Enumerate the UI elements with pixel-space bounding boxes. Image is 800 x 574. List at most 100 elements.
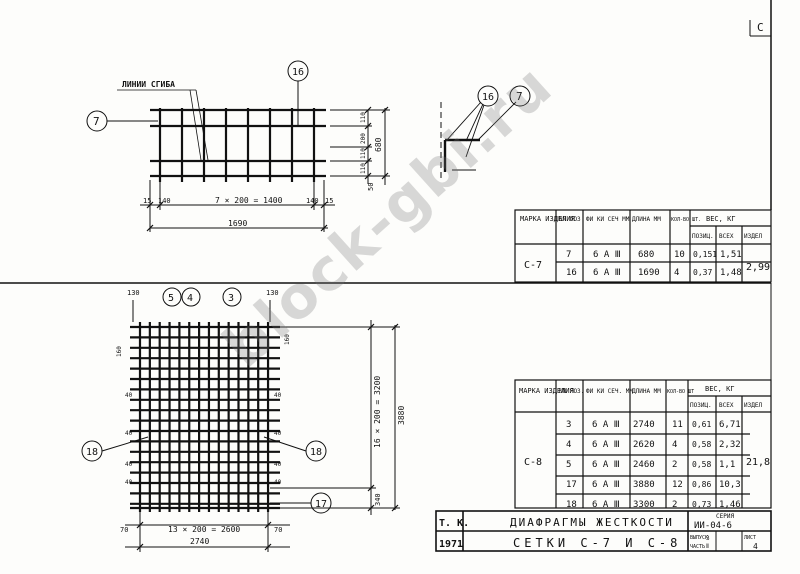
c8-dim-left-2: 40 xyxy=(125,461,133,468)
t8-cell-pos: 18 xyxy=(566,500,577,510)
t7-h-w-all: ВСЕХ xyxy=(719,233,734,240)
t8-cell-unit: 0,73 xyxy=(692,500,711,509)
callout-18-left-label: 18 xyxy=(86,447,98,458)
table-c8-frame xyxy=(514,379,772,509)
t8-cell-steel: 6 А Ⅲ xyxy=(592,420,620,430)
c7-dim-v-2: 110 xyxy=(360,148,367,159)
t8-total: 21,8 xyxy=(746,457,770,468)
t8-cell-unit: 0,58 xyxy=(692,460,711,469)
callout-3-label: 3 xyxy=(228,293,234,304)
t7-h-w-item: ИЗДЕЛ xyxy=(744,233,762,240)
c8-dim-left-top: 160 xyxy=(116,346,123,357)
c8-dim-left-0: 40 xyxy=(125,392,133,399)
c7-dim-bottom: 50 xyxy=(367,183,375,191)
callout-7-label: 7 xyxy=(93,115,100,128)
t7-cell-all: 1,51 xyxy=(720,250,742,260)
t7-cell-pos: 7 xyxy=(566,250,571,260)
t8-cell-length: 2740 xyxy=(633,420,655,430)
callout-4-label: 4 xyxy=(187,293,193,304)
c8-dim-right-3: 40 xyxy=(274,479,282,486)
t8-cell-length: 3300 xyxy=(633,500,655,510)
t8-h-w-item: ИЗДЕЛ xyxy=(744,402,762,409)
c7-dim-right-b: 15 xyxy=(325,197,333,205)
sheet-label: ЛИСТ xyxy=(744,535,756,541)
mesh-c8-grid xyxy=(130,322,280,512)
c7-dim-left-a: 15 xyxy=(143,197,151,205)
c7-dim-left-b: 140 xyxy=(158,197,171,205)
c7-dim-total: 1690 xyxy=(228,219,247,228)
t8-cell-pos: 3 xyxy=(566,420,571,430)
t8-cell-length: 2460 xyxy=(633,460,655,470)
t8-mark: С-8 xyxy=(524,457,542,468)
t8-h-steel: ФИ КИ СЕЧ. ММ xyxy=(586,388,633,395)
t7-h-pos: NN ПОЗ xyxy=(559,216,581,223)
t7-cell-length: 1690 xyxy=(638,268,660,278)
c8-dim-bottom-v: 340 xyxy=(374,493,382,506)
t8-cell-all: 1,46 xyxy=(719,500,741,510)
t7-cell-qty: 4 xyxy=(674,268,679,278)
t7-total: 2,99 xyxy=(746,262,770,273)
t7-h-w-unit: ПОЗИЦ. xyxy=(692,233,714,240)
t8-cell-steel: 6 А Ⅲ xyxy=(592,480,620,490)
t8-h-pos: NN ПОЗ. xyxy=(559,388,584,395)
t8-cell-qty: 4 xyxy=(672,440,677,450)
t7-mark: С-7 xyxy=(524,260,542,271)
c8-dim-right-top: 160 xyxy=(284,334,291,345)
table-c7-frame xyxy=(514,209,772,283)
t7-h-steel: ФИ КИ СЕЧ ММ xyxy=(586,216,630,223)
t8-cell-length: 3880 xyxy=(633,480,655,490)
t8-h-qty: КОЛ-ВО ШТ xyxy=(667,389,694,395)
c8-dim-right-0: 40 xyxy=(274,392,282,399)
c7-dim-spacing: 7 × 200 = 1400 xyxy=(215,196,283,205)
c8-dim-spacing-h: 13 × 200 = 2600 xyxy=(168,525,240,534)
t7-h-mark: МАРКА ИЗДЕЛИЯ xyxy=(520,215,575,223)
callout-5-label: 5 xyxy=(168,293,174,304)
t8-cell-steel: 6 А Ⅲ xyxy=(592,460,620,470)
t8-cell-pos: 5 xyxy=(566,460,571,470)
callout-17-label: 17 xyxy=(315,499,327,510)
bend-lines-label: ЛИНИИ СГИБА xyxy=(122,80,175,89)
t8-cell-all: 1,1 xyxy=(719,460,735,470)
t7-cell-steel: 6 А Ⅲ xyxy=(593,250,621,260)
t8-cell-unit: 0,86 xyxy=(692,480,711,489)
c8-dim-side-left: 70 xyxy=(120,526,128,534)
t8-cell-qty: 2 xyxy=(672,500,677,510)
c8-dim-total-v: 3880 xyxy=(397,406,406,425)
part-label: ЧАСТЬ xyxy=(690,544,705,550)
c8-dim-side-right: 70 xyxy=(274,526,282,534)
c8-dim-top-left: 130 xyxy=(127,289,140,297)
t7-cell-all: 1,48 xyxy=(720,268,742,278)
c7-dim-v-3: 110 xyxy=(360,163,367,174)
section-callout-16: 16 xyxy=(482,92,494,103)
t7-h-qty: КОЛ-ВО ШТ. xyxy=(671,217,701,223)
t8-h-w-all: ВСЕХ xyxy=(719,402,734,409)
t8-h-w-unit: ПОЗИЦ. xyxy=(690,402,712,409)
corner-mark: С xyxy=(757,21,764,34)
mesh-c7-grid xyxy=(150,108,326,182)
c8-dim-total-h: 2740 xyxy=(190,537,209,546)
callout-18-right-label: 18 xyxy=(310,447,322,458)
series-label: СЕРИЯ xyxy=(716,513,734,520)
t8-cell-pos: 17 xyxy=(566,480,577,490)
t8-cell-length: 2620 xyxy=(633,440,655,450)
sheet-value: 4 xyxy=(753,542,758,551)
t7-h-weight: ВЕС, КГ xyxy=(706,215,736,223)
t7-cell-pos: 16 xyxy=(566,268,577,278)
issue-label: ВЫПУСК xyxy=(690,535,708,541)
t8-h-mark: МАРКА ИЗДЕЛИЯ xyxy=(519,387,574,395)
c7-dim-v-0: 110 xyxy=(360,112,367,123)
c7-dim-v-1: 200 xyxy=(360,133,367,144)
t7-cell-unit: 0,37 xyxy=(693,268,712,277)
t8-cell-unit: 0,61 xyxy=(692,420,711,429)
title-code: Т. К. xyxy=(439,518,469,529)
section-c7-view xyxy=(440,85,531,180)
section-callout-7: 7 xyxy=(516,90,523,103)
t8-cell-qty: 11 xyxy=(672,420,683,430)
title-year: 1971 xyxy=(439,539,463,550)
t8-h-weight: ВЕС, КГ xyxy=(705,385,735,393)
c8-dim-spacing-v: 16 × 200 = 3200 xyxy=(373,376,382,448)
part-value: Ⅱ xyxy=(706,543,709,550)
series-value: ИИ-04-6 xyxy=(694,521,732,531)
